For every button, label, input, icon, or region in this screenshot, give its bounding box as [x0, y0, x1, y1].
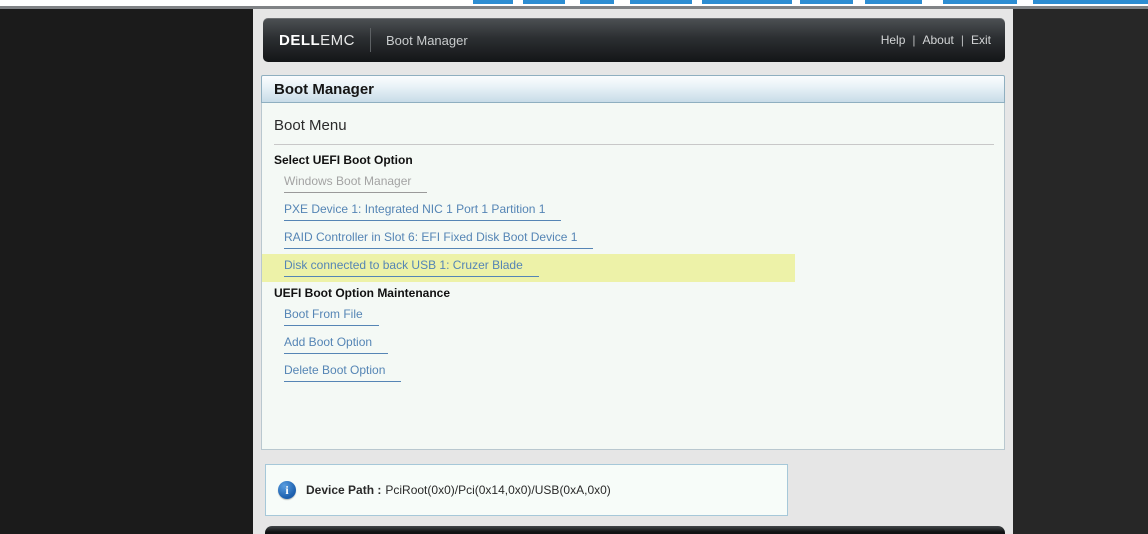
header-divider [370, 28, 372, 52]
boot-option-windows-boot-manager: Windows Boot Manager [262, 170, 1004, 198]
emc-logo-text: EMC [320, 31, 356, 49]
browser-tab-fragment[interactable] [630, 0, 692, 4]
left-black-panel [0, 9, 253, 534]
boot-menu-panel: Boot Menu Select UEFI Boot Option Window… [261, 103, 1005, 450]
footer-bar [265, 526, 1005, 534]
right-black-panel [1013, 9, 1148, 534]
boot-option-label[interactable]: Boot From File [284, 308, 379, 326]
browser-tab-fragment[interactable] [943, 0, 1017, 4]
page-title-bar: Boot Manager [261, 75, 1005, 103]
device-path-label: Device Path : [306, 483, 382, 497]
info-icon: i [278, 481, 296, 499]
section-title: Boot Menu [274, 117, 347, 134]
boot-option-usb-cruzer-blade[interactable]: Disk connected to back USB 1: Cruzer Bla… [262, 254, 795, 282]
app-title: Boot Manager [386, 32, 468, 48]
boot-option-label[interactable]: Delete Boot Option [284, 364, 402, 382]
page-title: Boot Manager [274, 80, 375, 98]
help-link[interactable]: Help [880, 33, 906, 47]
group-heading-maintenance: UEFI Boot Option Maintenance [274, 286, 450, 300]
delete-boot-option-link[interactable]: Delete Boot Option [262, 359, 1004, 387]
browser-tab-fragment[interactable] [523, 0, 565, 4]
add-boot-option-link[interactable]: Add Boot Option [262, 331, 1004, 359]
boot-option-label[interactable]: PXE Device 1: Integrated NIC 1 Port 1 Pa… [284, 203, 562, 221]
about-link[interactable]: About [922, 33, 954, 47]
section-divider [274, 144, 994, 145]
device-path-info-box: i Device Path :PciRoot(0x0)/Pci(0x14,0x0… [265, 464, 788, 516]
app-header-bar: DELL EMC Boot Manager Help | About | Exi… [263, 18, 1005, 62]
browser-tab-fragment[interactable] [473, 0, 513, 4]
browser-tab-fragment[interactable] [800, 0, 853, 4]
browser-tab-strip [0, 0, 1148, 6]
boot-option-label[interactable]: Disk connected to back USB 1: Cruzer Bla… [284, 259, 539, 277]
group-heading-select-uefi: Select UEFI Boot Option [274, 153, 413, 167]
dell-logo-text: DELL [279, 31, 321, 49]
boot-option-label: Windows Boot Manager [284, 175, 428, 193]
browser-tab-fragment[interactable] [865, 0, 922, 4]
boot-option-pxe-device-1[interactable]: PXE Device 1: Integrated NIC 1 Port 1 Pa… [262, 198, 1004, 226]
device-path-text: Device Path :PciRoot(0x0)/Pci(0x14,0x0)/… [306, 483, 611, 497]
browser-tab-fragment[interactable] [1033, 0, 1148, 4]
boot-option-label[interactable]: Add Boot Option [284, 336, 389, 354]
exit-link[interactable]: Exit [970, 33, 991, 47]
top-divider-line [0, 6, 1148, 9]
browser-tab-fragment[interactable] [702, 0, 792, 4]
header-menu: Help | About | Exit [881, 33, 991, 47]
boot-option-raid-controller[interactable]: RAID Controller in Slot 6: EFI Fixed Dis… [262, 226, 1004, 254]
browser-tab-fragment[interactable] [580, 0, 614, 4]
boot-from-file-link[interactable]: Boot From File [262, 303, 1004, 331]
menu-separator: | [912, 33, 916, 47]
boot-option-label[interactable]: RAID Controller in Slot 6: EFI Fixed Dis… [284, 231, 594, 249]
dellemc-logo: DELL EMC [279, 32, 355, 49]
menu-separator: | [960, 33, 964, 47]
device-path-value: PciRoot(0x0)/Pci(0x14,0x0)/USB(0xA,0x0) [385, 483, 611, 497]
